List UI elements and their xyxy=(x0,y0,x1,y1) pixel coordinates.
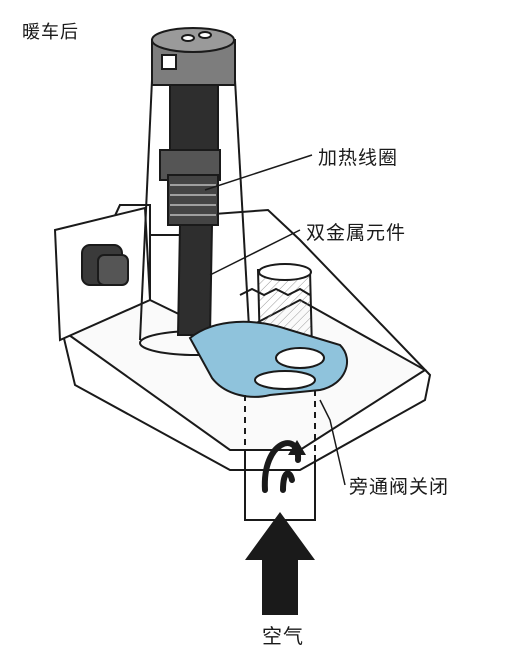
label-air: 空气 xyxy=(262,624,304,648)
air-inlet-arrow xyxy=(245,512,315,615)
label-heating-coil: 加热线圈 xyxy=(318,147,399,169)
heating-coil xyxy=(159,84,221,226)
bypass-valve-plate xyxy=(188,320,349,398)
leader-lines xyxy=(204,154,346,486)
label-bypass-valve-closed: 旁通阀关闭 xyxy=(349,476,450,498)
label-bimetal-element: 双金属元件 xyxy=(306,222,407,244)
diagram-title: 暖车后 xyxy=(22,22,79,43)
airflow-swirl xyxy=(261,440,306,493)
bimetal-element xyxy=(176,224,214,336)
mounting-bolt xyxy=(81,244,129,286)
electrical-connector xyxy=(151,27,236,86)
